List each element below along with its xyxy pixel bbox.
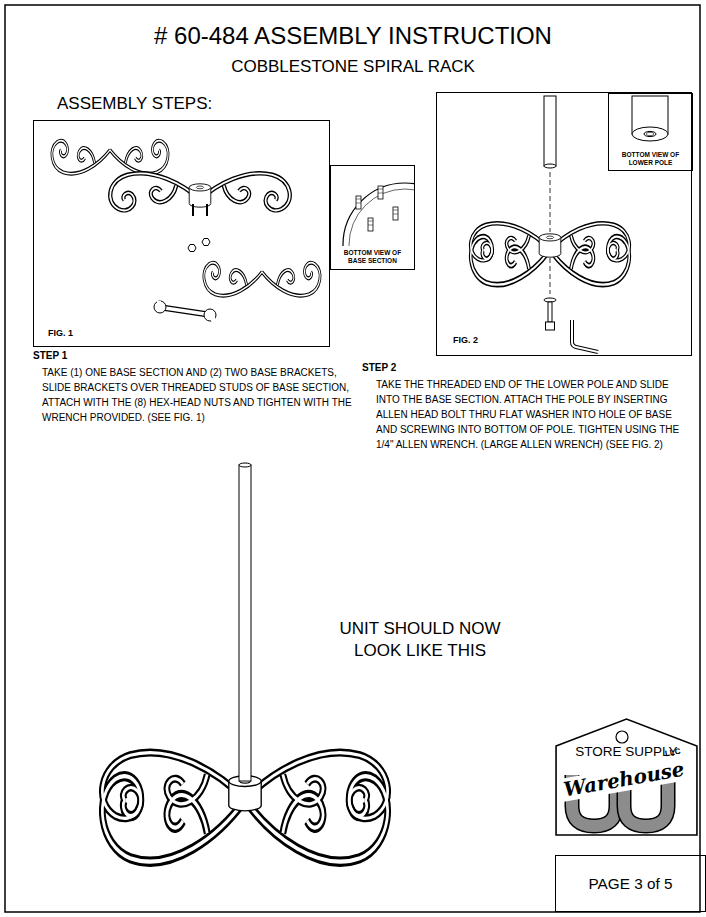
base-bottom-view — [343, 183, 414, 246]
fig1-drawing — [52, 141, 320, 321]
figure-box: FIG. 2 BOTTOM VIEW OF LOWER POLE — [436, 92, 692, 356]
subtitle: COBBLESTONE SPIRAL RACK — [0, 57, 706, 77]
step-heading: STEP 1 — [33, 350, 67, 362]
node-text: BOTTOM VIEW OF BASE SECTION — [334, 249, 411, 264]
finished-rack — [102, 463, 387, 862]
node-text: FIG. 1 — [48, 328, 73, 338]
logo-house: STORE SUPPLYWarehouseLLC — [555, 718, 698, 836]
note-text: UNIT SHOULD NOW LOOK LIKE THIS — [320, 618, 520, 662]
house-outline-shape — [556, 719, 697, 835]
page-title: # 60-484 ASSEMBLY INSTRUCTION — [0, 22, 706, 50]
inset-box: BOTTOM VIEW OF LOWER POLE — [608, 93, 693, 171]
page-number-box: PAGE 3 of 5 — [555, 855, 706, 912]
pole-bottom-view — [632, 96, 668, 141]
page-frame — [5, 5, 700, 912]
step-heading: STEP 2 — [362, 362, 396, 374]
figure-box: FIG. 1 — [33, 120, 330, 347]
node-text: BOTTOM VIEW OF LOWER POLE — [612, 151, 689, 166]
fig2-drawing — [471, 96, 629, 352]
section-heading: ASSEMBLY STEPS: — [57, 94, 212, 114]
inset-box: BOTTOM VIEW OF BASE SECTION — [330, 165, 415, 270]
node-text: FIG. 2 — [453, 335, 478, 345]
step-text: TAKE THE THREADED END OF THE LOWER POLE … — [376, 377, 694, 452]
node-text: PAGE 3 of 5 — [556, 875, 705, 893]
node-text: Warehouse — [560, 757, 688, 801]
node-text: LLC — [664, 747, 681, 759]
step-text: TAKE (1) ONE BASE SECTION AND (2) TWO BA… — [42, 365, 356, 425]
